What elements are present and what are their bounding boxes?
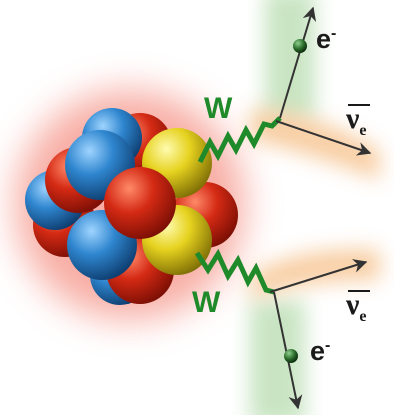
w-boson-line-bottom	[194, 248, 275, 295]
electron-charge: -	[325, 337, 331, 354]
antineutrino-track-top	[275, 120, 372, 156]
antineutrino-track-bottom	[269, 259, 368, 293]
electron-symbol: e	[316, 24, 332, 54]
proton	[104, 167, 176, 239]
electron-label-top: e-	[316, 24, 336, 55]
electron-symbol: e	[310, 336, 326, 366]
w-boson-label-bottom: W	[192, 286, 221, 319]
antineutrino-flavor: e	[359, 308, 367, 325]
antineutrino-flavor: e	[359, 122, 367, 139]
antineutrino-label-bottom: νe	[346, 288, 370, 326]
electron-track-bottom	[273, 291, 303, 410]
antineutrino-symbol: ν	[346, 288, 360, 321]
electron-charge: -	[331, 25, 337, 42]
electron-glow-top	[265, 0, 315, 120]
electron-dot-bottom	[284, 349, 298, 363]
nucleus	[25, 108, 238, 305]
antineutrino-symbol: ν	[346, 102, 360, 135]
electron-label-bottom: e-	[310, 336, 330, 367]
electron-track-top	[279, 6, 317, 119]
w-boson-line-top	[197, 116, 282, 164]
w-boson-lines	[194, 116, 282, 295]
neutrino-glow-top	[250, 109, 380, 180]
w-boson-label-top: W	[204, 92, 233, 125]
electron-dot-top	[293, 39, 307, 53]
antiparticle-bar	[348, 290, 370, 292]
antineutrino-label-top: νe	[346, 102, 370, 140]
particle-tracks	[269, 6, 372, 410]
antiparticle-bar	[348, 104, 370, 106]
